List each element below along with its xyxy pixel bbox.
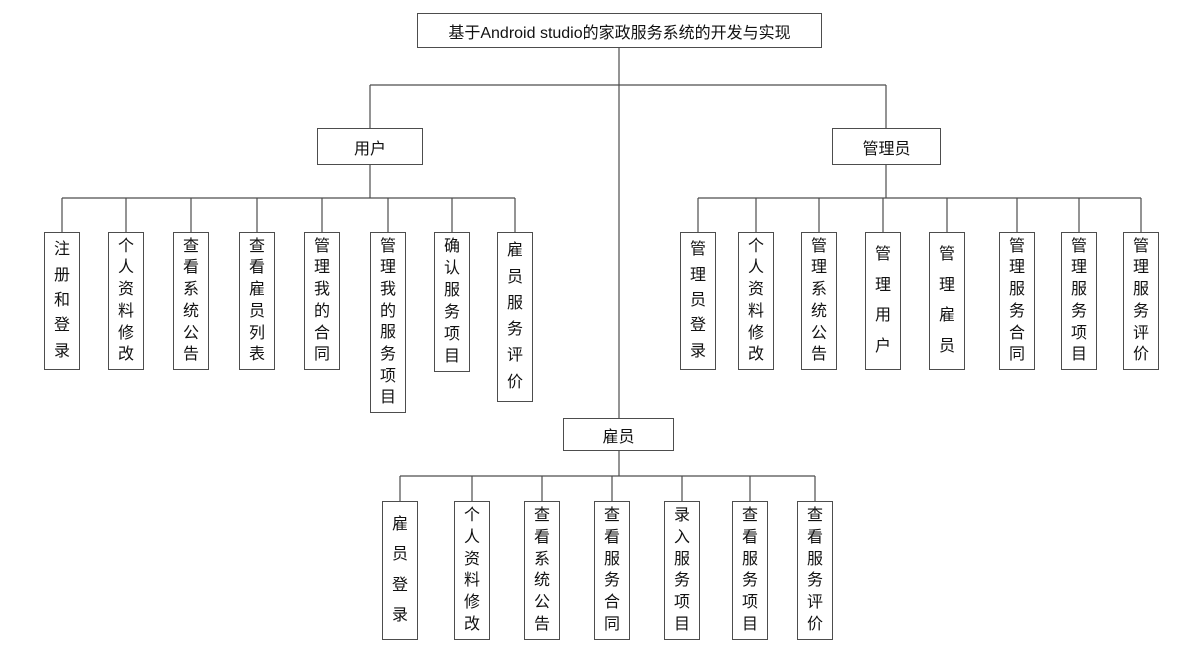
root-node: 基于Android studio的家政服务系统的开发与实现 (417, 13, 822, 48)
user-leaf-rate-employees: 雇员服务评价 (497, 232, 533, 402)
user-leaf-view-notices: 查看系统公告 (173, 232, 209, 370)
employee-leaf-view-services: 查看服务项目 (732, 501, 768, 640)
user-leaf-view-employees: 查看雇员列表 (239, 232, 275, 370)
user-leaf-profile-edit: 个人资料修改 (108, 232, 144, 370)
admin-leaf-manage-contracts: 管理服务合同 (999, 232, 1035, 370)
employee-leaf-enter-services: 录入服务项目 (664, 501, 700, 640)
admin-leaf-manage-reviews: 管理服务评价 (1123, 232, 1159, 370)
admin-leaf-profile-edit: 个人资料修改 (738, 232, 774, 370)
employee-leaf-view-reviews: 查看服务评价 (797, 501, 833, 640)
employee-leaf-view-notices: 查看系统公告 (524, 501, 560, 640)
user-leaf-confirm-services: 确认服务项目 (434, 232, 470, 372)
employee-leaf-login: 雇员登录 (382, 501, 418, 640)
admin-leaf-manage-services: 管理服务项目 (1061, 232, 1097, 370)
branch-node-admin: 管理员 (832, 128, 941, 165)
user-leaf-register-login: 注册和登录 (44, 232, 80, 370)
admin-leaf-manage-notices: 管理系统公告 (801, 232, 837, 370)
user-leaf-manage-contracts: 管理我的合同 (304, 232, 340, 370)
user-leaf-manage-services: 管理我的服务项目 (370, 232, 406, 413)
branch-node-employee: 雇员 (563, 418, 674, 451)
admin-leaf-manage-users: 管理用户 (865, 232, 901, 370)
admin-leaf-manage-employees: 管理雇员 (929, 232, 965, 370)
branch-node-user: 用户 (317, 128, 423, 165)
employee-leaf-profile-edit: 个人资料修改 (454, 501, 490, 640)
admin-leaf-login: 管理员登录 (680, 232, 716, 370)
employee-leaf-view-contracts: 查看服务合同 (594, 501, 630, 640)
